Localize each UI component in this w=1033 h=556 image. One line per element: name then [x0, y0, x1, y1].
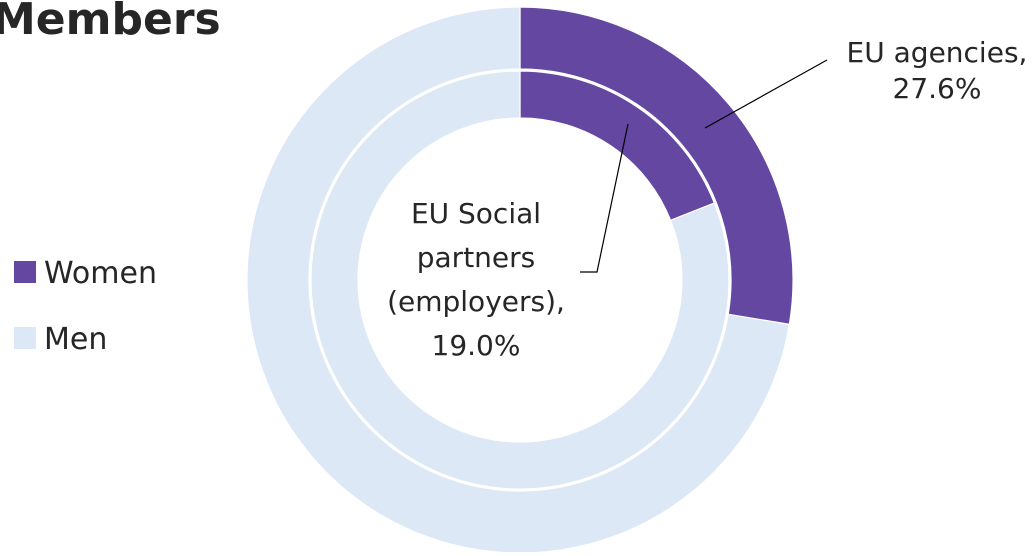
- legend-label-men: Men: [44, 322, 107, 357]
- label-eu-social-partners: EU Social partners (employers), 19.0%: [387, 197, 565, 362]
- leader-line-eu-agencies: [704, 59, 828, 129]
- label-eu-social-partners-line: EU Social: [411, 197, 541, 230]
- label-eu-social-partners-line: 19.0%: [432, 329, 521, 362]
- rings-layer: [246, 6, 794, 554]
- legend-label-women: Women: [44, 256, 157, 291]
- legend-swatch-men: [14, 327, 36, 349]
- label-eu-social-partners-line: (employers),: [387, 285, 565, 318]
- label-eu-agencies-line: EU agencies,: [847, 36, 1028, 69]
- label-eu-social-partners-line: partners: [417, 241, 536, 274]
- labels-layer: EU agencies,27.6% EU Social partners (emplo…: [387, 36, 1027, 362]
- slice-inner-men: [310, 70, 730, 490]
- legend-swatch-women: [14, 261, 36, 283]
- leader-line-eu-social-partners: [580, 123, 629, 273]
- chart-title: Members: [0, 0, 221, 45]
- label-eu-agencies: EU agencies,27.6%: [847, 36, 1028, 105]
- label-eu-agencies-line: 27.6%: [893, 72, 982, 105]
